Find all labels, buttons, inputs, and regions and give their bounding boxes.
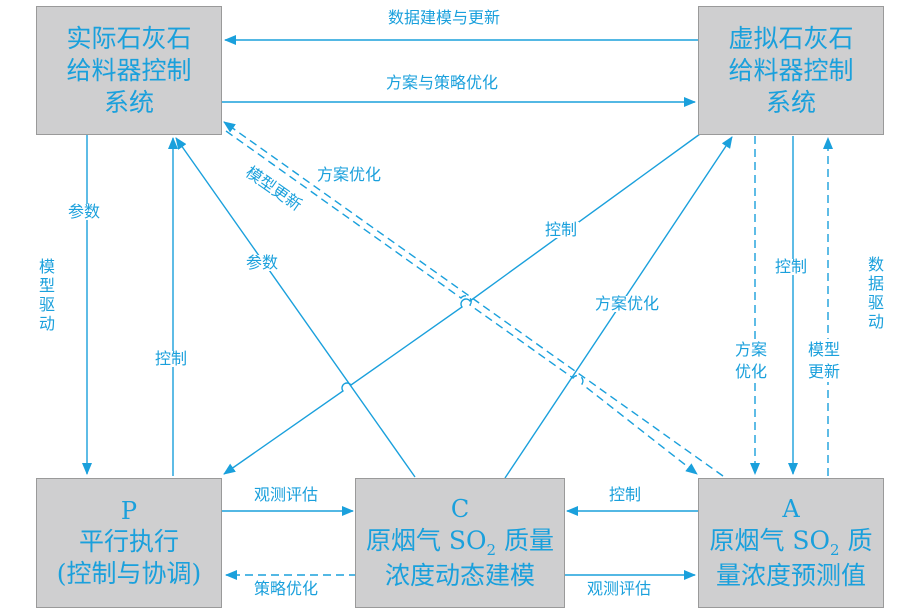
a-node-line-1-sub: 2	[830, 540, 840, 559]
a-node-line-2: 量浓度预测值	[715, 560, 866, 590]
label-data-driven-right: 数据驱动	[865, 256, 884, 332]
label-strategy-opt-cp: 策略优化	[252, 579, 321, 598]
a-node-line-1-pre: 原烟气 SO	[709, 525, 831, 555]
real-system-line-3: 系统	[103, 87, 154, 117]
real-system-line-2: 给料器控制	[66, 55, 192, 85]
label-observe-eval-ca: 观测评估	[585, 579, 654, 598]
a-node-box: A 原烟气 SO2 质 量浓度预测值	[698, 478, 884, 608]
virtual-system-line-1: 虚拟石灰石	[728, 23, 854, 53]
label-control-left: 控制	[153, 349, 190, 368]
virtual-system-line-3: 系统	[765, 87, 816, 117]
c-node-line-1-sub: 2	[486, 540, 497, 559]
p-node-line-2: (控制与协调)	[56, 559, 202, 589]
label-params-left: 参数	[66, 202, 103, 221]
label-control-ac: 控制	[607, 485, 644, 504]
label-plan-opt-diag: 方案优化	[315, 165, 384, 184]
arrow-virtual-to-p	[223, 133, 701, 475]
virtual-system-line-2: 给料器控制	[728, 55, 854, 85]
label-plan-strategy-opt: 方案与策略优化	[384, 73, 501, 92]
c-node-letter: C	[450, 495, 470, 524]
real-system-line-1: 实际石灰石	[66, 23, 192, 53]
a-node-line-1-post: 质	[839, 525, 873, 555]
a-node-letter: A	[782, 495, 800, 524]
c-node-box: C 原烟气 SO2 质量 浓度动态建模	[355, 478, 565, 608]
dashed-real-to-a-1	[225, 130, 698, 475]
p-node-letter: P	[120, 496, 138, 525]
label-params-mid: 参数	[244, 253, 281, 272]
label-plan-opt-right-text: 方案优化	[734, 339, 768, 383]
label-data-model-update: 数据建模与更新	[386, 8, 503, 27]
label-control-diag: 控制	[543, 220, 580, 239]
virtual-system-box: 虚拟石灰石 给料器控制 系统	[698, 6, 884, 135]
label-observe-eval-pc: 观测评估	[252, 485, 321, 504]
a-node-line-1: 原烟气 SO2 质	[709, 525, 872, 560]
c-node-line-1-pre: 原烟气 SO	[365, 525, 487, 555]
c-node-line-2: 浓度动态建模	[384, 560, 535, 590]
label-plan-opt-right: 方案优化	[734, 339, 768, 383]
label-model-driven-left: 模型驱动	[36, 258, 55, 334]
label-plan-opt-mid: 方案优化	[593, 294, 662, 313]
p-node-line-1: 平行执行	[78, 527, 179, 557]
label-control-right: 控制	[773, 257, 810, 276]
c-node-line-1-post: 质量	[496, 525, 555, 555]
label-model-update-right-text: 模型更新	[807, 339, 841, 383]
real-system-box: 实际石灰石 给料器控制 系统	[36, 6, 222, 135]
label-model-update-right: 模型更新	[807, 339, 841, 383]
c-node-line-1: 原烟气 SO2 质量	[366, 525, 554, 560]
p-node-box: P 平行执行 (控制与协调)	[36, 478, 222, 608]
arrow-c-to-real	[175, 137, 416, 478]
